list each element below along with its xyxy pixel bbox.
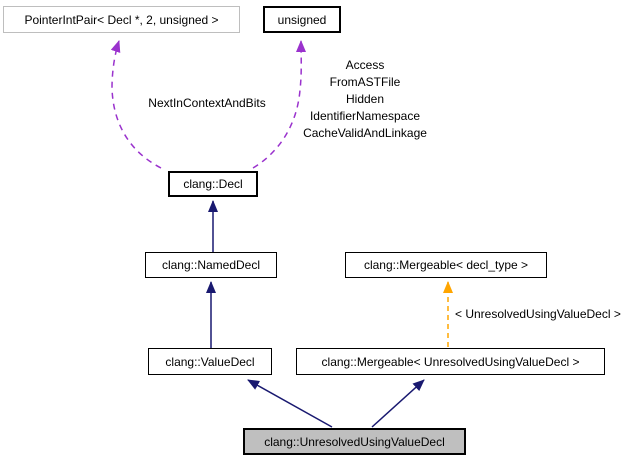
node-clang-nameddecl-label: clang::NamedDecl <box>161 258 261 272</box>
edge-label-hidden: Hidden <box>345 92 385 106</box>
node-clang-valuedecl-label: clang::ValueDecl <box>165 354 255 369</box>
node-clang-unresolvedusingvaluedecl: clang::UnresolvedUsingValueDecl <box>243 428 466 455</box>
edge-label-fromastfile: FromASTFile <box>329 75 401 89</box>
edge-label-access: Access <box>345 58 385 72</box>
node-clang-mergeable-uuvd-label: clang::Mergeable< UnresolvedUsingValueDe… <box>321 354 580 369</box>
edge-label-identifiernamespace: IdentifierNamespace <box>309 109 421 123</box>
node-clang-valuedecl[interactable]: clang::ValueDecl <box>148 348 272 375</box>
node-clang-mergeable-decltype[interactable]: clang::Mergeable< decl_type > <box>345 252 547 278</box>
edge-label-unsigned-fields: Access FromASTFile Hidden IdentifierName… <box>303 57 427 142</box>
node-unsigned: unsigned <box>263 6 341 33</box>
node-clang-decl-label: clang::Decl <box>183 177 243 191</box>
node-clang-nameddecl[interactable]: clang::NamedDecl <box>145 252 277 278</box>
edge-label-nextincontextandbits: NextInContextAndBits <box>148 96 266 110</box>
inheritance-edge-uuvd-to-mergeable <box>371 379 425 428</box>
edge-label-template-args: < UnresolvedUsingValueDecl > <box>455 307 621 321</box>
node-clang-mergeable-decltype-label: clang::Mergeable< decl_type > <box>363 258 529 272</box>
node-pointerintpair: PointerIntPair< Decl *, 2, unsigned > <box>3 6 240 33</box>
edge-label-cachevalidandlinkage: CacheValidAndLinkage <box>303 126 427 140</box>
node-clang-decl[interactable]: clang::Decl <box>168 171 258 197</box>
node-clang-unresolvedusingvaluedecl-label: clang::UnresolvedUsingValueDecl <box>264 434 445 449</box>
node-unsigned-label: unsigned <box>277 12 327 27</box>
node-clang-mergeable-uuvd[interactable]: clang::Mergeable< UnresolvedUsingValueDe… <box>296 348 605 375</box>
node-pointerintpair-label: PointerIntPair< Decl *, 2, unsigned > <box>24 12 219 27</box>
inheritance-edge-uuvd-to-valuedecl <box>247 379 333 428</box>
